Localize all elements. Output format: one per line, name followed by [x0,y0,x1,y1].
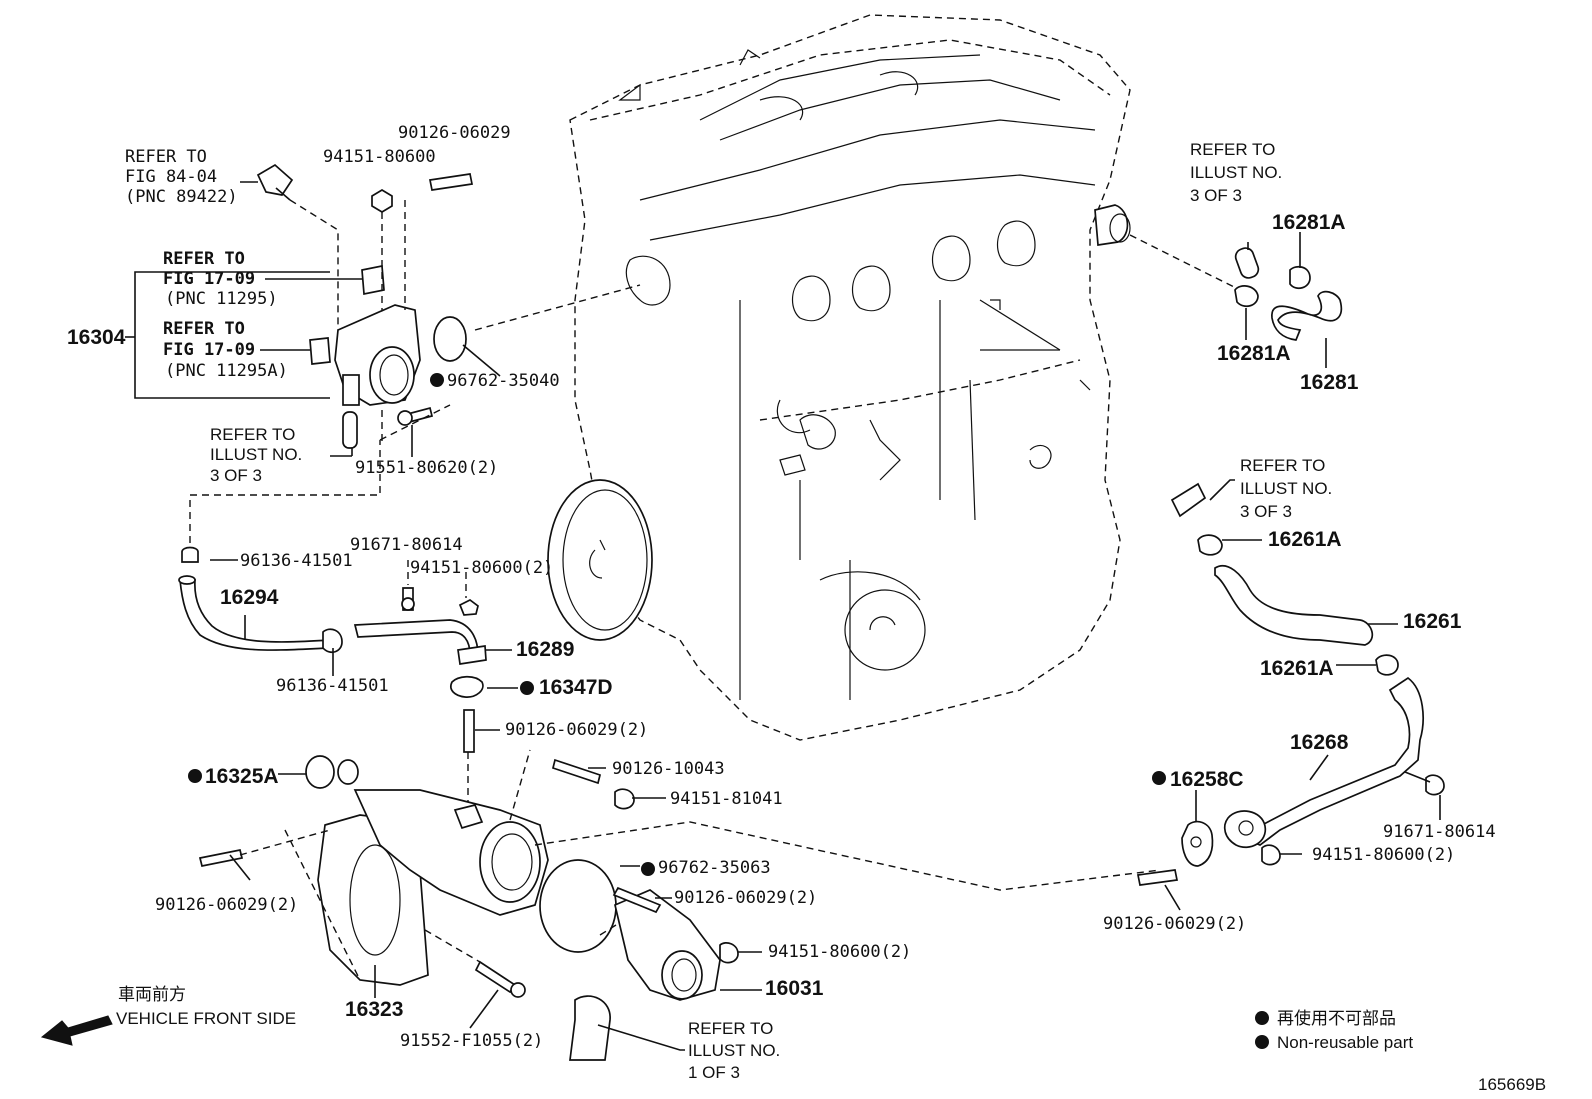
legend-bullet [1255,1011,1269,1025]
part-label: 94151-81041 [670,789,783,809]
part-label: 96762-35040 [447,371,560,391]
non-reusable-marker [188,769,202,783]
non-reusable-marker [520,681,534,695]
part-label: 94151-80600 [323,147,436,167]
part-label: 16347D [539,676,613,699]
part-label: 94151-80600(2) [768,942,911,962]
part-label: 16323 [345,998,403,1021]
part-label: 94151-80600(2) [1312,845,1455,865]
lower-hose-assembly [1136,479,1445,911]
part-label: 91552-F1055(2) [400,1031,543,1051]
ref-illust-topright-l3: 3 OF 3 [1190,186,1242,205]
vehicle-front-arrow [40,1015,113,1046]
ref-illust-left-l1: REFER TO [210,425,295,444]
ref-fig1709a-l3: (PNC 11295) [165,289,278,309]
part-label: 16268 [1290,731,1349,754]
part-label: 16031 [765,977,824,1000]
part-label: 91671-80614 [350,535,463,555]
ref-illust-left-l3: 3 OF 3 [210,466,262,485]
water-pump-assembly [198,749,1161,1061]
part-label: 16281 [1300,371,1359,394]
part-label: 96762-35063 [658,858,771,878]
part-label: 16325A [205,765,279,788]
part-label: 16281A [1272,211,1346,234]
part-label: 96136-41501 [240,551,353,571]
figure-code: 165669B [1478,1075,1546,1094]
part-label: 96136-41501 [276,676,389,696]
ref-illust-topright-l2: ILLUST NO. [1190,163,1282,182]
water-outlet-assembly [125,163,641,555]
part-label: 90126-06029(2) [505,720,648,740]
ref-illust-bottom-l3: 1 OF 3 [688,1063,740,1082]
part-label: 90126-06029(2) [1103,914,1246,934]
ref-illust-midright-l2: ILLUST NO. [1240,479,1332,498]
part-label: 16258C [1170,768,1244,791]
part-label: 90126-06029(2) [155,895,298,915]
part-label: 90126-06029 [398,123,511,143]
legend-en: Non-reusable part [1277,1033,1413,1052]
ref-fig1709a-l2: FIG 17-09 [163,269,255,289]
part-label: 16304 [67,326,126,349]
part-label: 16261A [1260,657,1334,680]
ref-fig8404-l2: FIG 84-04 [125,167,217,187]
ref-illust-bottom-l2: ILLUST NO. [688,1041,780,1060]
ref-illust-topright-l1: REFER TO [1190,140,1275,159]
engine-block-illustration [547,14,1131,741]
ref-fig1709b-l1: REFER TO [163,319,245,339]
ref-illust-bottom-l1: REFER TO [688,1019,773,1038]
legend-bullet [1255,1035,1269,1049]
ref-fig1709b-l3: (PNC 11295A) [165,361,288,381]
part-label: 91671-80614 [1383,822,1496,842]
part-label: 16261A [1268,528,1342,551]
legend-jp: 再使用不可部品 [1277,1008,1396,1028]
part-label: 90126-06029(2) [674,888,817,908]
part-label: 16261 [1403,610,1462,633]
part-label: 91551-80620(2) [355,458,498,478]
ref-fig1709b-l2: FIG 17-09 [163,340,255,360]
part-label: 90126-10043 [612,759,725,779]
part-label: 16294 [220,586,279,609]
ref-fig1709a-l1: REFER TO [163,249,245,269]
part-label: 16289 [516,638,574,661]
front-side-en: VEHICLE FRONT SIDE [116,1009,296,1028]
ref-illust-left-l2: ILLUST NO. [210,445,302,464]
non-reusable-marker [430,373,444,387]
upper-hose-assembly [1129,232,1343,368]
ref-fig8404-l3: (PNC 89422) [125,187,238,207]
part-label: 16281A [1217,342,1291,365]
ref-illust-midright-l3: 3 OF 3 [1240,502,1292,521]
front-side-jp: 車両前方 [118,985,186,1004]
part-label: 94151-80600(2) [410,558,553,578]
non-reusable-marker [641,862,655,876]
bypass-hose-assembly [178,546,518,820]
non-reusable-markers [188,373,1269,1049]
non-reusable-marker [1152,771,1166,785]
ref-illust-midright-l1: REFER TO [1240,456,1325,475]
ref-fig8404-l1: REFER TO [125,147,207,167]
